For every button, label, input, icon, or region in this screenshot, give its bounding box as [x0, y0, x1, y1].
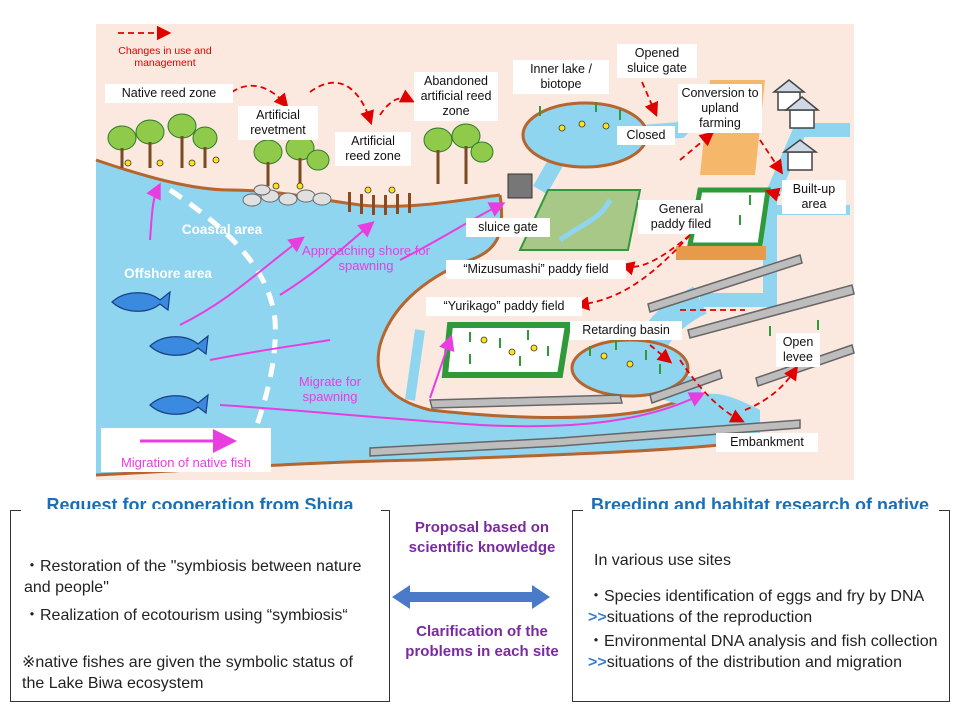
label-yurikago: “Yurikago” paddy field	[426, 297, 582, 316]
right-item-1-arrow: >>	[588, 609, 607, 626]
revetment-stones	[242, 184, 332, 207]
right-item-1-post: situations of the reproduction	[606, 609, 813, 626]
change-arrows	[231, 81, 798, 423]
label-migration-native: Migration of native fish	[120, 455, 252, 470]
left-item-3: ※native fishes are given the symbolic st…	[22, 654, 353, 692]
right-item-2-arrow: >>	[588, 654, 607, 671]
fish-eggs	[124, 120, 634, 368]
legend-changes-label: Changes in use and management	[118, 45, 212, 69]
right-item-2: ・Environmental DNA analysis and fish col…	[588, 631, 944, 673]
label-artificial-revetment: Artificial revetment	[238, 106, 318, 140]
label-sluice-gate: sluice gate	[466, 218, 550, 237]
label-mizusumashi: “Mizusumashi” paddy field	[446, 260, 626, 279]
middle-top-text: Proposal based on scientific knowledge	[408, 519, 556, 556]
left-panel	[10, 509, 390, 702]
reed-trees	[107, 113, 494, 186]
shore-line	[429, 393, 701, 419]
label-approaching-shore: Approaching shore for spawning	[302, 243, 430, 273]
reed-posts	[348, 192, 411, 215]
double-arrow	[392, 585, 550, 609]
right-item-2-pre: ・Environmental DNA analysis and fish col…	[588, 633, 938, 650]
right-intro: In various use sites	[594, 552, 731, 569]
sluice-gate-structure	[507, 173, 533, 199]
general-paddy-base	[676, 246, 766, 260]
label-artificial-reed-zone: Artificial reed zone	[335, 132, 411, 166]
embankment-walls	[369, 254, 855, 457]
label-native-reed-zone: Native reed zone	[105, 84, 233, 103]
label-retarding-basin: Retarding basin	[570, 321, 682, 340]
right-panel	[572, 509, 950, 702]
label-migrate-spawning: Migrate for spawning	[298, 374, 362, 404]
label-conversion: Conversion to upland farming	[678, 84, 762, 133]
right-item-1: ・Species identification of eggs and fry …	[588, 586, 944, 628]
river-channel	[405, 329, 425, 401]
label-coastal-area: Coastal area	[181, 222, 263, 237]
label-built-up-area: Built-up area	[782, 180, 846, 214]
label-inner-lake: Inner lake / biotope	[513, 60, 609, 94]
left-item-1: ・Restoration of the "symbiosis between n…	[24, 558, 362, 596]
migration-legend-box	[101, 428, 271, 472]
label-opened-sluice-gate: Opened sluice gate	[617, 44, 697, 78]
right-item-1-pre: ・Species identification of eggs and fry …	[588, 588, 924, 605]
migration-arrows	[146, 182, 706, 428]
label-offshore-area: Offshore area	[124, 266, 212, 281]
yurikago-paddy	[441, 322, 572, 378]
label-abandoned-reed-zone: Abandoned artificial reed zone	[414, 72, 498, 121]
label-general-paddy: General paddy filed	[638, 200, 724, 234]
houses	[771, 79, 821, 171]
coastal-offshore-boundary	[168, 187, 278, 471]
label-open-levee: Open levee	[776, 333, 820, 367]
label-closed: Closed	[617, 126, 675, 145]
mizusumashi-channel	[558, 198, 613, 243]
lake-water	[96, 160, 760, 475]
right-item-2-post: situations of the distribution and migra…	[606, 654, 902, 671]
left-item-2: ・Realization of ecotourism using “symbio…	[24, 607, 348, 624]
middle-bottom-text: Clarification of the problems in each si…	[405, 623, 559, 660]
shore-line	[376, 194, 504, 412]
label-embankment: Embankment	[716, 433, 818, 452]
native-fish	[111, 290, 209, 415]
